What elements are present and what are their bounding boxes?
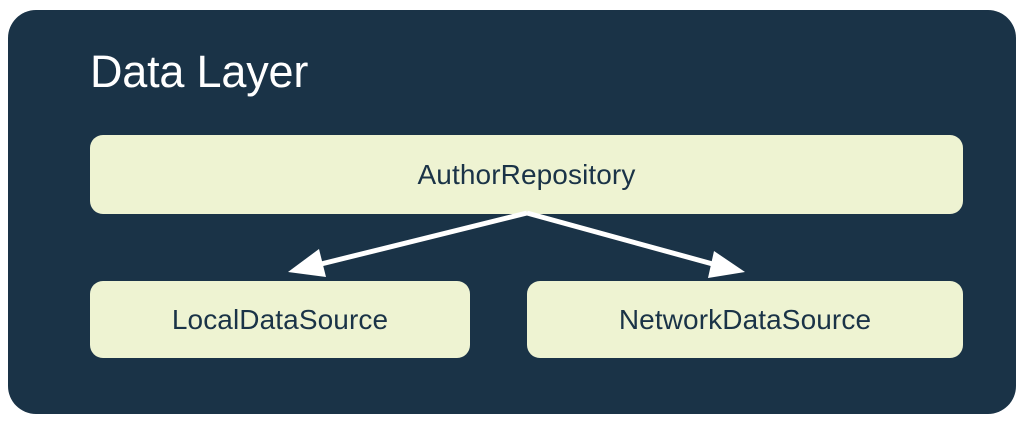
node-network-data-source[interactable]: NetworkDataSource [527, 281, 963, 358]
node-local-data-source[interactable]: LocalDataSource [90, 281, 470, 358]
node-label-author-repository: AuthorRepository [417, 158, 636, 190]
node-label-local-data-source: LocalDataSource [171, 303, 389, 335]
node-author-repository[interactable]: AuthorRepository [90, 135, 963, 214]
page-title: Data Layer [90, 46, 309, 97]
node-label-network-data-source: NetworkDataSource [618, 303, 872, 335]
